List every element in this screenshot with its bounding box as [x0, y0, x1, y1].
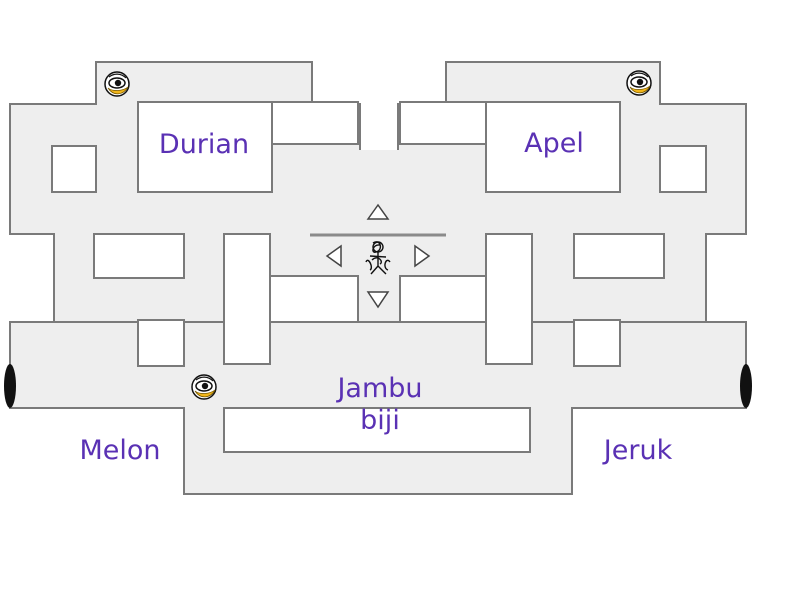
answer-label-durian: Durian [158, 129, 250, 160]
arrow-up-icon[interactable] [366, 203, 390, 220]
wall-block [485, 233, 533, 365]
eye-ghost-icon [626, 70, 652, 96]
arrow-down-icon[interactable] [366, 291, 390, 309]
wall-block [573, 319, 621, 367]
maze-walls [51, 101, 707, 453]
arrow-left-icon[interactable] [325, 244, 342, 268]
tunnel-right [740, 364, 752, 408]
answer-label-melon: Melon [79, 435, 161, 466]
wall-block [51, 145, 97, 193]
wall-block [137, 319, 185, 367]
answer-label-jeruk: Jeruk [603, 435, 673, 466]
wall-block [223, 233, 271, 365]
wall-block [399, 275, 487, 323]
wall-block [137, 101, 273, 193]
wall-block [93, 233, 185, 279]
wall-block [223, 407, 531, 453]
eye-ghost-icon [191, 374, 217, 400]
eye-ghost-icon [104, 71, 130, 97]
wall-block [485, 101, 621, 193]
answer-label-line: biji [360, 405, 400, 436]
answer-label-jambu-biji: Jambu biji [322, 373, 438, 437]
player-character-icon [365, 241, 391, 275]
wall-block [399, 101, 487, 145]
arrow-right-icon[interactable] [414, 244, 431, 268]
wall-block [573, 233, 665, 279]
wall-block [269, 275, 359, 323]
tunnel-left [4, 364, 16, 408]
answer-label-line: Jambu [337, 373, 423, 404]
answer-label-apel: Apel [524, 128, 584, 159]
wall-block [659, 145, 707, 193]
wall-block [271, 101, 359, 145]
